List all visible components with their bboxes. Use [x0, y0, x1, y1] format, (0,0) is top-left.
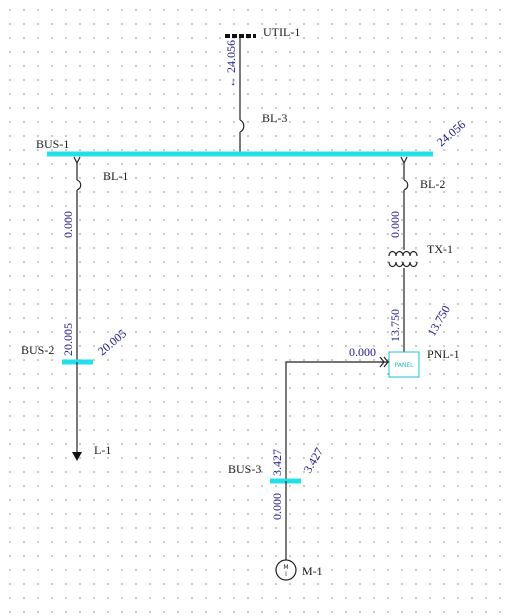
motor-symbol-m: M	[283, 564, 288, 571]
label-pnl-1: PNL-1	[427, 347, 460, 361]
label-bl-1: BL-1	[103, 169, 128, 183]
value-util-flow: ← 24.056	[224, 40, 238, 88]
label-tx-1: TX-1	[427, 242, 453, 256]
label-bl-2: BL-2	[420, 177, 445, 191]
transformer-tx-1[interactable]	[388, 250, 418, 268]
motor-m-1[interactable]: M I	[275, 559, 297, 581]
breaker-bl-2[interactable]	[400, 156, 409, 191]
value-bl-2-flow: 0.000	[388, 211, 402, 238]
value-bus-1-voltage: 24.056	[434, 117, 468, 149]
value-bus-3-voltage: 3.427	[300, 445, 326, 475]
value-bus-2-flow: 20.005	[61, 323, 75, 356]
panel-symbol-text: PANEL	[395, 362, 415, 369]
value-pnl-1-voltage: 13.750	[424, 303, 453, 339]
value-pnl-1-feeder: 0.000	[349, 345, 376, 359]
load-arrow-icon[interactable]	[72, 452, 82, 461]
label-bus-1: BUS-1	[36, 137, 69, 151]
value-bus-3-flow-in: 3.427	[270, 449, 284, 476]
label-util-1: UTIL-1	[263, 25, 300, 39]
label-l-1: L-1	[94, 443, 111, 457]
value-bl-1-flow: 0.000	[61, 211, 75, 238]
label-m-1: M-1	[302, 564, 323, 578]
breaker-bl-1[interactable]	[73, 156, 82, 191]
panel-pnl-1[interactable]: PANEL	[388, 351, 420, 378]
value-bus-2-voltage: 20.005	[95, 326, 129, 358]
label-bl-3: BL-3	[262, 111, 287, 125]
value-bus-3-flow-out: 0.000	[270, 493, 284, 520]
breaker-bl-3[interactable]	[239, 119, 245, 133]
feeder-breaker-icon[interactable]	[379, 356, 389, 368]
label-bus-2: BUS-2	[21, 343, 54, 357]
label-bus-3: BUS-3	[228, 462, 261, 476]
motor-symbol-i: I	[285, 571, 287, 578]
wire-pnl-1-to-bus-3	[285, 361, 389, 480]
value-tx-1-secondary: 13.750	[388, 309, 402, 342]
